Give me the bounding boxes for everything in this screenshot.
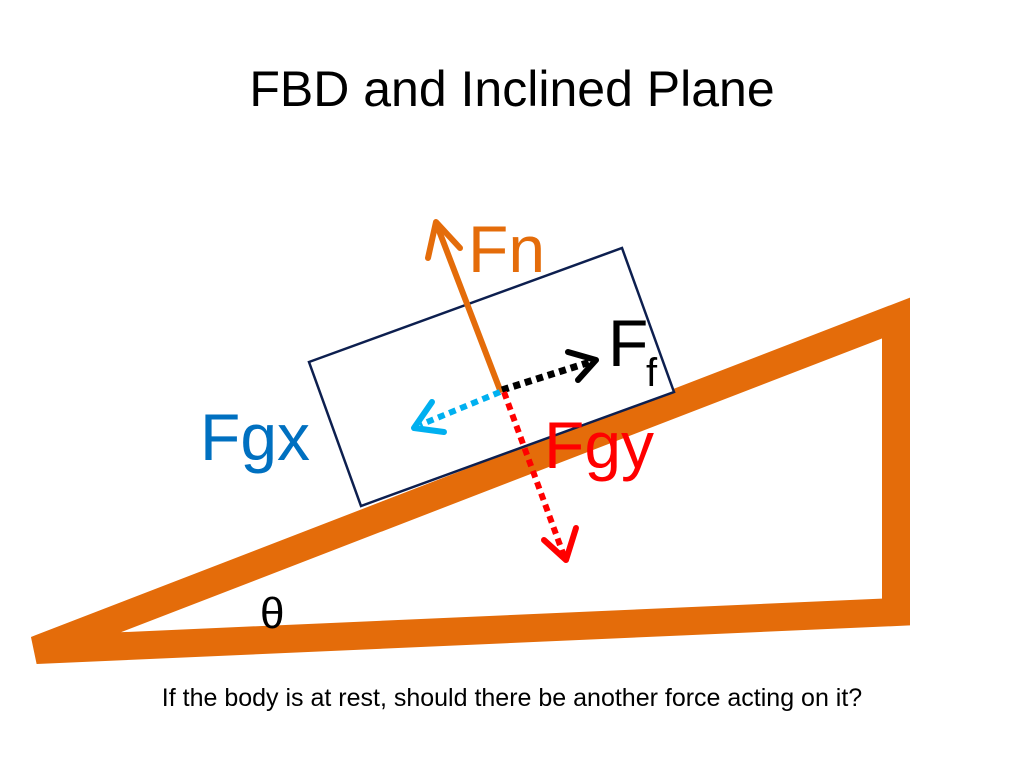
gravity-y-label: Fgy	[544, 408, 654, 482]
slide-title: FBD and Inclined Plane	[249, 61, 775, 117]
friction-force-subscript: f	[646, 351, 658, 395]
friction-force-arrow	[500, 349, 599, 394]
gravity-x-label: Fgx	[200, 400, 310, 474]
incline-triangle	[30, 297, 910, 664]
question-text: If the body is at rest, should there be …	[161, 684, 863, 712]
friction-force-label: F	[608, 306, 648, 380]
angle-label: θ	[260, 589, 284, 638]
gravity-x-arrow	[411, 389, 502, 435]
normal-force-label: Fn	[468, 212, 545, 286]
gravity-y-arrow	[501, 390, 579, 563]
block	[307, 246, 676, 508]
normal-force-arrow	[425, 219, 503, 393]
